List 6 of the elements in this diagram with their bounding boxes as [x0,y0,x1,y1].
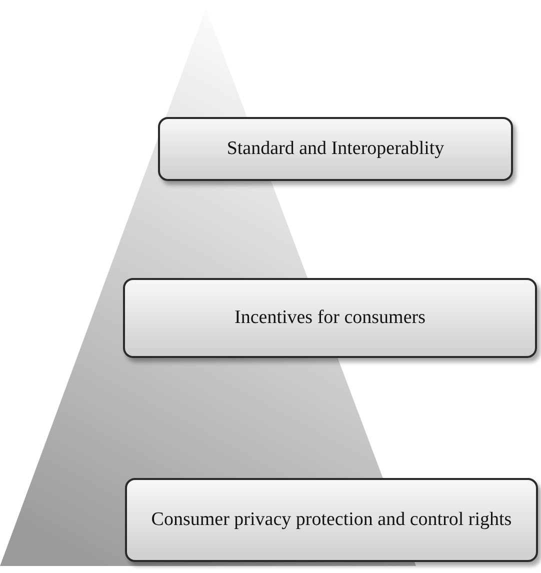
level-box [158,117,513,181]
level-box [125,478,538,562]
level-box [123,278,537,358]
level-text: Standard and Interoperablity [226,138,444,160]
level-text: Consumer privacy protection and control rights [151,508,512,532]
level-text: Incentives for consumers [234,306,426,330]
